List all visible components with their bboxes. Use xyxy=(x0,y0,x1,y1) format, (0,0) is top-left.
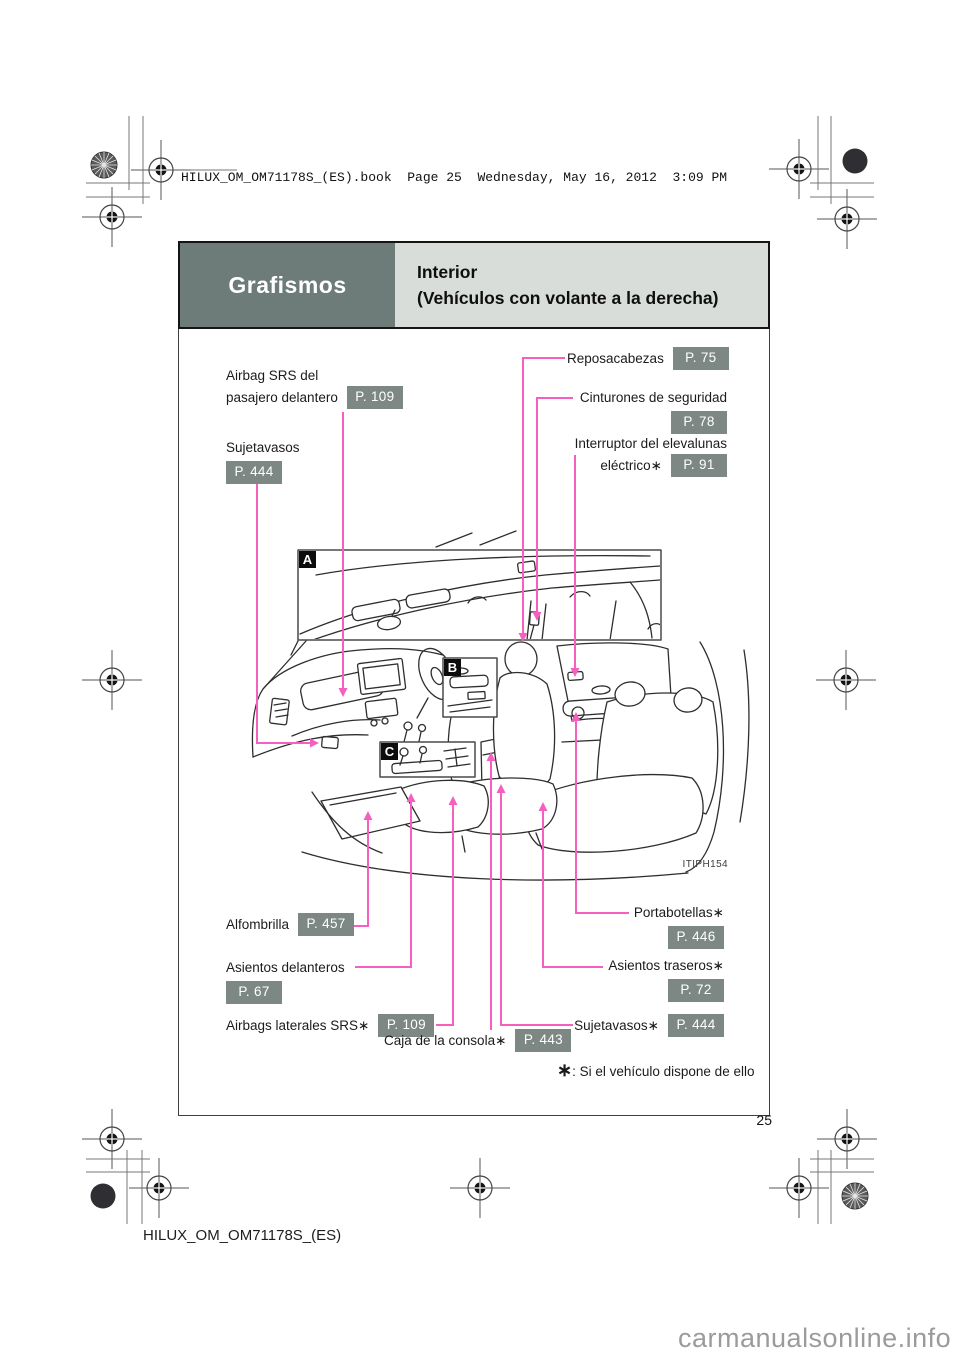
page-ref: P. 67 xyxy=(226,981,282,1004)
page-ref: P. 109 xyxy=(346,386,403,409)
page-ref: P. 443 xyxy=(515,1029,572,1052)
callout-front-seats: Asientos delanteros P. 67 xyxy=(226,958,345,1004)
corner-trim-marks xyxy=(86,116,874,1224)
callout-text: Cinturones de seguridad xyxy=(579,390,727,405)
registration-marks xyxy=(81,116,878,1224)
callout-text: Interruptor del elevalunas xyxy=(574,436,727,451)
callout-rear-seats: Asientos traseros∗ P. 72 xyxy=(600,956,724,1002)
footnote-asterisk: ∗ xyxy=(557,1060,573,1080)
interior-figure-drawing xyxy=(251,530,750,881)
callout-text: Reposacabezas xyxy=(567,350,664,366)
callout-connectors xyxy=(256,357,629,1030)
figure-marker-b: B xyxy=(444,659,461,676)
callout-floor-mat: Alfombrilla P. 457 xyxy=(226,913,355,936)
callout-headrests: Reposacabezas P. 75 xyxy=(567,347,729,370)
callout-cupholders-rear: Sujetavasos∗ P. 444 xyxy=(560,1014,724,1037)
figure-marker-c: C xyxy=(381,743,398,760)
callout-text: Asientos traseros∗ xyxy=(608,958,724,973)
page-ref: P. 109 xyxy=(378,1014,435,1037)
solid-registration-dot xyxy=(842,148,868,174)
page-ref: P. 72 xyxy=(668,979,724,1002)
section-banner-right: Interior (Vehículos con volante a la der… xyxy=(395,243,768,327)
print-header-line: HILUX_OM_OM71178S_(ES).book Page 25 Wedn… xyxy=(181,170,728,185)
page-title-line1: Interior xyxy=(417,262,478,282)
callout-text: Alfombrilla xyxy=(226,916,290,932)
callout-text: Caja de la consola∗ xyxy=(384,1032,507,1048)
callout-side-airbags: Airbags laterales SRS∗ P. 109 xyxy=(226,1014,435,1037)
footer-doc-code: HILUX_OM_OM71178S_(ES) xyxy=(143,1227,342,1244)
callout-cupholders-front: Sujetavasos P. 444 xyxy=(226,438,300,484)
page-ref: P. 91 xyxy=(671,454,727,477)
page-ref: P. 75 xyxy=(672,347,729,370)
page-ref: P. 444 xyxy=(668,1014,724,1037)
callout-text: Airbags laterales SRS∗ xyxy=(226,1017,370,1033)
callout-text: Sujetavasos xyxy=(226,440,300,455)
callout-text: Airbag SRS del xyxy=(226,368,319,383)
page-ref: P. 446 xyxy=(668,926,724,949)
callout-text: Sujetavasos∗ xyxy=(574,1017,659,1033)
page-title-line2: (Vehículos con volante a la derecha) xyxy=(417,288,719,308)
figure-code: ITIPH154 xyxy=(682,859,728,870)
section-banner-left: Grafismos xyxy=(180,243,395,327)
callout-text: eléctrico∗ xyxy=(600,457,662,473)
page-ref: P. 444 xyxy=(226,461,282,484)
callout-console-box: Caja de la consola∗ P. 443 xyxy=(384,1029,572,1052)
footnote: ∗ : Si el vehículo dispone de ello xyxy=(557,1060,754,1081)
callout-power-window: Interruptor del elevalunas eléctrico∗ P.… xyxy=(569,434,727,477)
solid-registration-dot xyxy=(90,1183,116,1209)
callout-airbag-front: Airbag SRS del pasajero delantero P. 109 xyxy=(226,366,403,409)
callout-text: Portabotellas∗ xyxy=(633,905,724,920)
figure-marker-a: A xyxy=(299,551,316,568)
page-number: 25 xyxy=(756,1112,772,1128)
callout-text: pasajero delantero xyxy=(226,389,338,405)
section-banner: Grafismos Interior (Vehículos con volant… xyxy=(178,241,770,329)
callout-seatbelts: Cinturones de seguridad P. 78 xyxy=(576,388,727,434)
section-title: Grafismos xyxy=(228,271,347,298)
watermark: carmanualsonline.info xyxy=(678,1323,952,1353)
callout-text: Asientos delanteros xyxy=(226,960,345,975)
page-ref: P. 457 xyxy=(298,913,355,936)
page-ref: P. 78 xyxy=(671,411,727,434)
footnote-text: : Si el vehículo dispone de ello xyxy=(572,1064,755,1079)
callout-bottle-holders: Portabotellas∗ P. 446 xyxy=(600,903,724,949)
